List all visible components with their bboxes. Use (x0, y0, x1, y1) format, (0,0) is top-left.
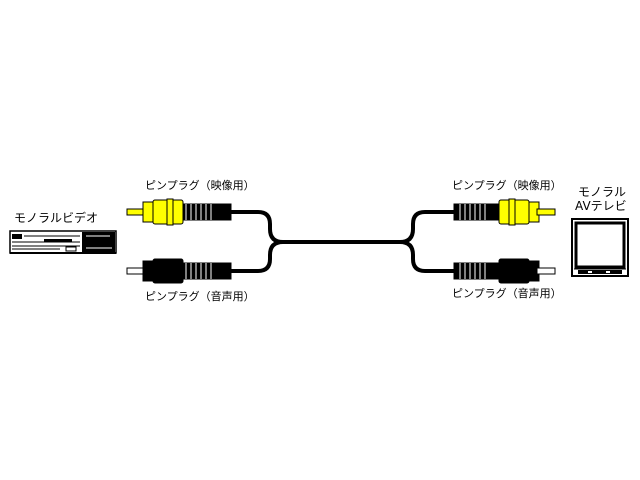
right-video-plug-label: ピンプラグ（映像用） (452, 179, 562, 192)
rca-plug-icon (453, 198, 556, 226)
vcr-icon (9, 230, 117, 254)
rca-plug-icon (453, 258, 556, 284)
rca-plug-icon (126, 198, 232, 226)
television-icon (571, 218, 629, 277)
right-audio-plug-label: ピンプラグ（音声用） (452, 287, 562, 300)
target-device-label-line1: モノラル (578, 185, 627, 199)
left-audio-plug-label: ピンプラグ（音声用） (145, 290, 255, 303)
rca-plug-icon (126, 258, 232, 284)
source-device-label: モノラルビデオ (14, 211, 99, 225)
left-video-plug-label: ピンプラグ（映像用） (145, 179, 255, 192)
cable-icon (228, 210, 456, 273)
target-device-label-line2: AVテレビ (575, 199, 627, 213)
